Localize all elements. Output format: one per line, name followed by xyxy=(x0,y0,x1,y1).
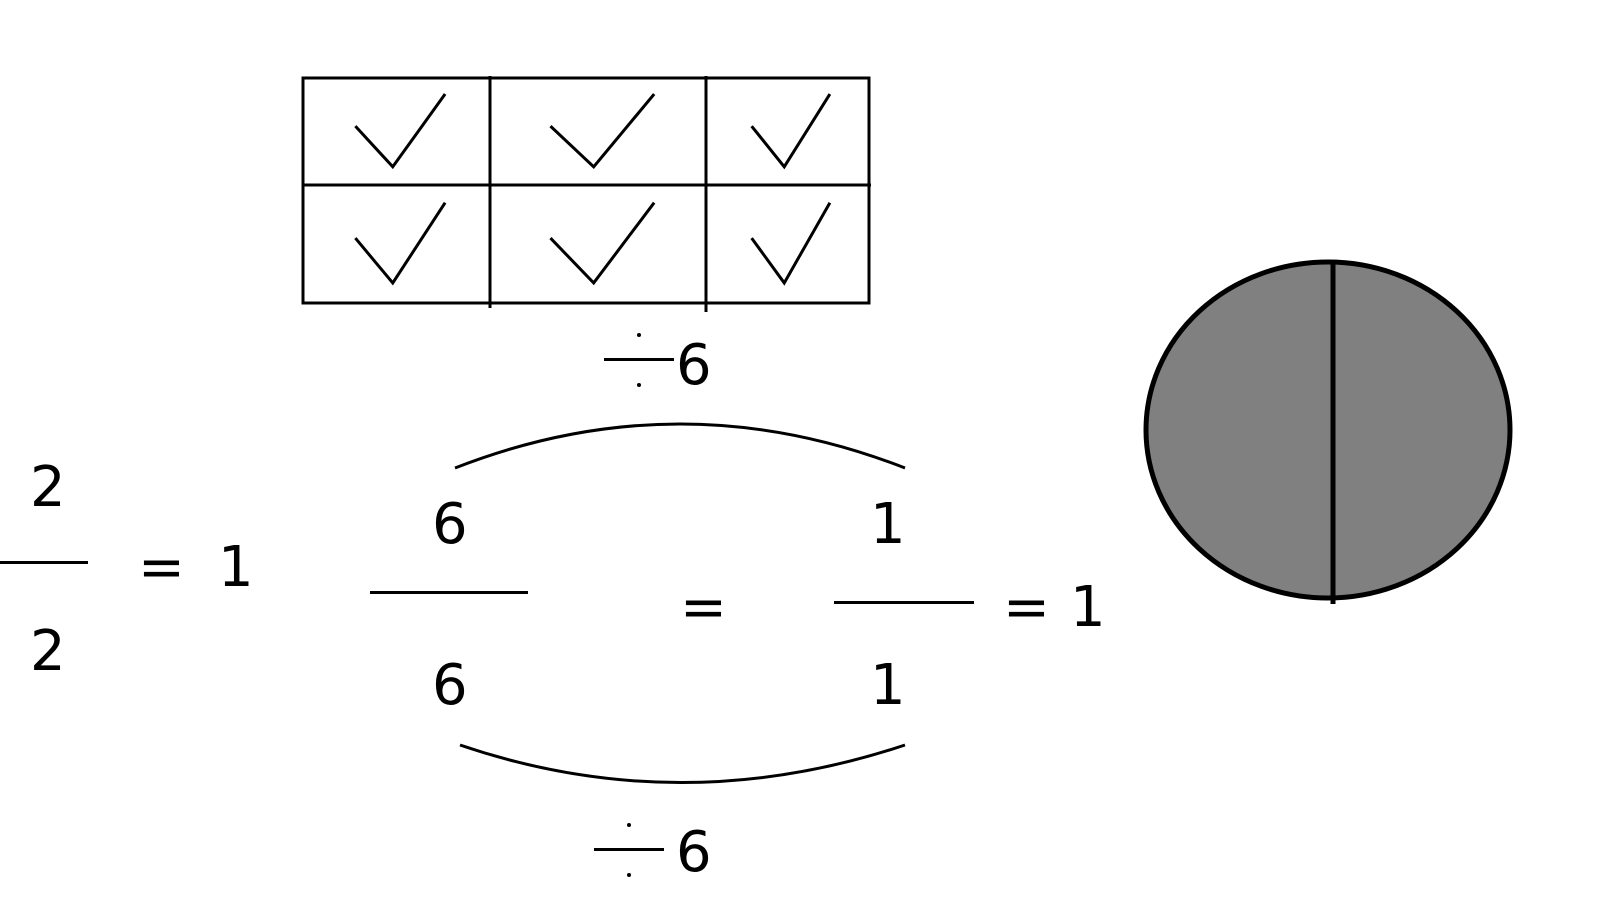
top-division-dot-upper xyxy=(637,333,641,337)
bottom-division-dash xyxy=(594,848,664,851)
check-mark xyxy=(549,201,656,286)
middle-equals: = xyxy=(680,575,727,640)
check-mark xyxy=(354,201,447,286)
left-equals: = xyxy=(138,535,185,600)
middle-left-numerator: 6 xyxy=(432,492,468,557)
middle-result: 1 xyxy=(1070,575,1106,640)
check-marks xyxy=(354,93,832,286)
bottom-division-dot-upper xyxy=(627,823,631,827)
left-fraction-bar xyxy=(0,561,88,564)
middle-left-fraction-bar xyxy=(370,591,528,594)
middle-right-fraction-bar xyxy=(834,601,974,604)
top-division-dash xyxy=(604,358,674,361)
left-result: 1 xyxy=(218,535,254,600)
top-arc xyxy=(454,422,906,470)
middle-equals-2: = xyxy=(1003,575,1050,640)
middle-right-denominator: 1 xyxy=(870,653,906,718)
top-divisor: 6 xyxy=(676,333,712,398)
circle-shape xyxy=(1143,259,1513,601)
left-denominator: 2 xyxy=(30,619,66,684)
grid-outline xyxy=(301,76,871,305)
check-mark xyxy=(750,93,832,170)
check-mark xyxy=(549,93,656,169)
bottom-division-dot-lower xyxy=(627,873,631,877)
check-mark xyxy=(354,93,447,170)
bottom-divisor: 6 xyxy=(676,820,712,885)
middle-left-denominator: 6 xyxy=(432,653,468,718)
left-numerator: 2 xyxy=(30,455,66,520)
top-division-dot-lower xyxy=(637,383,641,387)
middle-right-numerator: 1 xyxy=(870,492,906,557)
top-division-sign xyxy=(604,330,674,390)
check-mark xyxy=(750,201,832,286)
bottom-arc xyxy=(459,743,906,784)
check-grid xyxy=(301,76,871,312)
fraction-circle xyxy=(1143,259,1513,604)
bottom-division-sign xyxy=(594,820,664,880)
